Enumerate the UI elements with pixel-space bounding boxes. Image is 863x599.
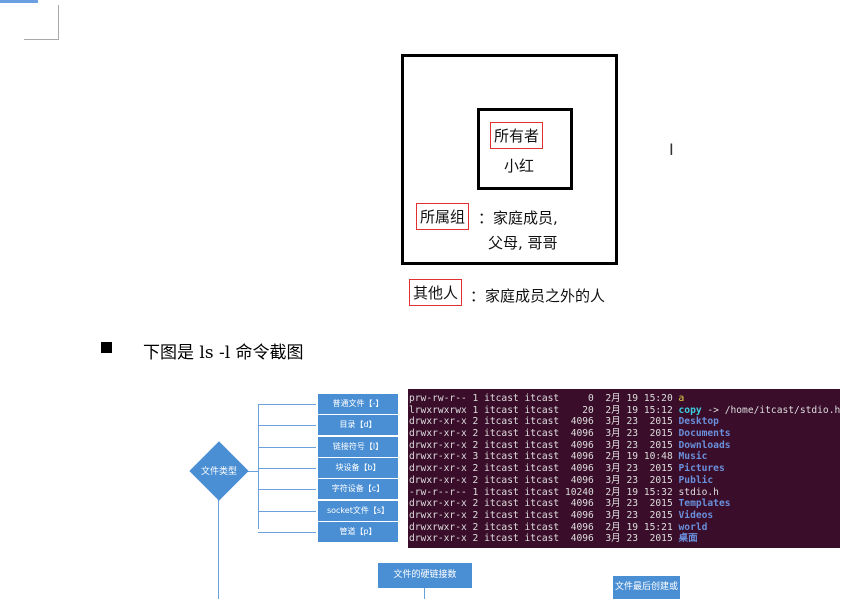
mtime-box: 文件最后创建或 [613, 576, 680, 599]
terminal-row: drwxr-xr-x 3 itcast itcast 4096 2月 19 10… [408, 451, 840, 463]
group-desc-2: 父母, 哥哥 [488, 234, 558, 252]
arrow-connector [258, 446, 316, 448]
terminal-row: drwxr-xr-x 2 itcast itcast 4096 3月 23 20… [408, 428, 840, 440]
file-meta: drwxr-xr-x 2 itcast itcast 4096 3月 23 20… [409, 439, 679, 451]
file-type-box: 管道【p】 [318, 521, 398, 542]
terminal-row: drwxr-xr-x 2 itcast itcast 4096 3月 23 20… [408, 510, 840, 522]
file-meta: drwxr-xr-x 3 itcast itcast 4096 2月 19 10… [409, 451, 679, 463]
terminal-row: drwxrwxr-x 2 itcast itcast 4096 2月 19 15… [408, 522, 840, 534]
file-meta: -rw-r--r-- 1 itcast itcast 10240 2月 19 1… [409, 486, 679, 498]
owner-label: 所有者 [490, 122, 544, 149]
arrow-connector [258, 510, 316, 512]
file-name: a [678, 393, 685, 404]
terminal-row: prw-rw-r-- 1 itcast itcast 0 2月 19 15:20… [408, 393, 840, 405]
connector-hardlink [424, 588, 425, 599]
terminal-row: drwxr-xr-x 2 itcast itcast 4096 3月 23 20… [408, 533, 840, 545]
terminal-row: drwxr-xr-x 2 itcast itcast 4096 3月 23 20… [408, 463, 840, 475]
file-type-box: socket文件【s】 [318, 500, 398, 521]
connector-vertical [258, 404, 259, 529]
file-type-box: 链接符号【l】 [318, 436, 398, 457]
arrow-connector [258, 425, 316, 427]
arrow-connector [258, 531, 316, 533]
terminal-row: drwxr-xr-x 2 itcast itcast 4096 3月 23 20… [408, 498, 840, 510]
connector-diamond [244, 471, 259, 472]
file-name: Videos [678, 509, 714, 521]
file-meta: drwxr-xr-x 2 itcast itcast 4096 3月 23 20… [409, 509, 679, 521]
file-name: Downloads [678, 439, 731, 451]
arrow-connector [258, 489, 316, 491]
file-meta: prw-rw-r-- 1 itcast itcast 0 2月 19 15:20 [409, 393, 679, 404]
terminal-row: lrwxrwxrwx 1 itcast itcast 20 2月 19 15:1… [408, 405, 840, 417]
permission-inner-box [477, 108, 573, 190]
owner-name: 小红 [504, 157, 535, 175]
terminal-row: drwxr-xr-x 2 itcast itcast 4096 3月 23 20… [408, 440, 840, 452]
file-meta: drwxr-xr-x 2 itcast itcast 4096 3月 23 20… [409, 533, 679, 545]
file-name: 桌面 [678, 533, 698, 545]
file-name: stdio.h [678, 486, 719, 498]
file-meta: drwxr-xr-x 2 itcast itcast 4096 3月 23 20… [409, 463, 679, 475]
text-cursor-icon: I [669, 140, 674, 159]
bullet-icon [101, 342, 112, 353]
connector-bottom [218, 500, 219, 599]
terminal-screenshot: prw-rw-r-- 1 itcast itcast 0 2月 19 15:20… [408, 389, 840, 548]
link-target: -> /home/itcast/stdio.h [701, 404, 840, 416]
file-name: Templates [678, 498, 731, 510]
file-name: Desktop [678, 416, 719, 428]
others-desc: ：家庭成员之外的人 [470, 287, 606, 305]
file-name: world [678, 521, 708, 533]
file-meta: lrwxrwxrwx 1 itcast itcast 20 2月 19 15:1… [409, 404, 679, 416]
arrow-connector [258, 404, 316, 405]
hardlink-box: 文件的硬链接数 [378, 563, 472, 588]
permission-outer-box [401, 54, 618, 265]
file-type-box: 块设备【b】 [318, 457, 398, 478]
file-name: Pictures [678, 463, 725, 475]
others-label: 其他人 [409, 279, 463, 306]
file-meta: drwxr-xr-x 2 itcast itcast 4096 3月 23 20… [409, 474, 679, 486]
diamond-label: 文件类型 [200, 467, 237, 477]
file-type-box: 普通文件【-】 [318, 394, 398, 414]
arrow-connector [258, 467, 316, 469]
terminal-row: drwxr-xr-x 2 itcast itcast 4096 3月 23 20… [408, 475, 840, 487]
group-desc-1: ：家庭成员, [478, 209, 558, 227]
terminal-row: -rw-r--r-- 1 itcast itcast 10240 2月 19 1… [408, 487, 840, 499]
file-meta: drwxr-xr-x 2 itcast itcast 4096 3月 23 20… [409, 416, 679, 428]
file-name: Public [678, 474, 714, 486]
terminal-row: drwxr-xr-x 2 itcast itcast 4096 3月 23 20… [408, 416, 840, 428]
file-type-box: 目录【d】 [318, 415, 398, 436]
file-meta: drwxrwxr-x 2 itcast itcast 4096 2月 19 15… [409, 521, 679, 533]
file-meta: drwxr-xr-x 2 itcast itcast 4096 3月 23 20… [409, 428, 679, 440]
page-corner-mark [24, 5, 59, 40]
file-name: Documents [678, 428, 731, 440]
file-type-box: 字符设备【c】 [318, 479, 398, 500]
selection-indicator [0, 0, 38, 3]
file-name: Music [678, 451, 708, 463]
bullet-text: 下图是 ls -l 命令截图 [143, 343, 304, 363]
file-meta: drwxr-xr-x 2 itcast itcast 4096 3月 23 20… [409, 498, 679, 510]
group-label: 所属组 [416, 203, 470, 230]
file-name: copy [678, 404, 702, 416]
